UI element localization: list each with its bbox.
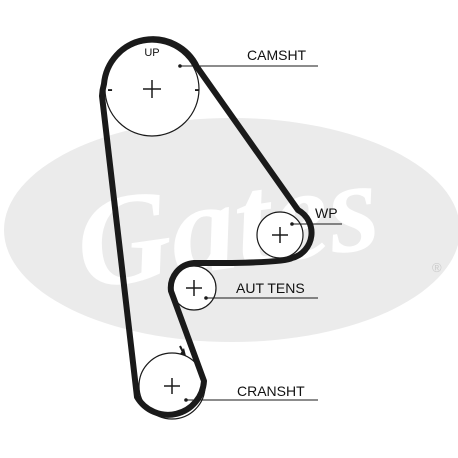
- camshaft-pulley: UP - -: [104, 41, 200, 137]
- water-pump-label: WP: [315, 205, 338, 221]
- crankshaft-callout: CRANSHT: [184, 383, 318, 402]
- watermark-oval: [4, 118, 458, 342]
- camshaft-callout: CAMSHT: [178, 47, 318, 68]
- crankshaft-leader-dot: [184, 398, 188, 402]
- water-pump-leader-dot: [290, 222, 294, 226]
- camshaft-timing-mark-left: -: [107, 81, 112, 98]
- crankshaft-timing-arrow: [180, 348, 186, 356]
- water-pump-callout: WP: [290, 205, 342, 226]
- camshaft-label: CAMSHT: [247, 47, 307, 63]
- auto-tensioner-leader-dot: [204, 296, 208, 300]
- camshaft-leader-dot: [178, 64, 182, 68]
- gates-logo-watermark: Gates ®: [4, 118, 458, 342]
- auto-tensioner-label: AUT TENS: [236, 280, 305, 296]
- auto-tensioner-callout: AUT TENS: [204, 280, 318, 300]
- water-pump-pulley: [256, 211, 304, 259]
- crankshaft-label: CRANSHT: [237, 383, 305, 399]
- timing-belt: [99, 36, 315, 418]
- camshaft-timing-mark-right: -: [194, 81, 199, 98]
- watermark-registered-mark: ®: [432, 260, 442, 275]
- camshaft-up-marker: UP: [144, 47, 159, 59]
